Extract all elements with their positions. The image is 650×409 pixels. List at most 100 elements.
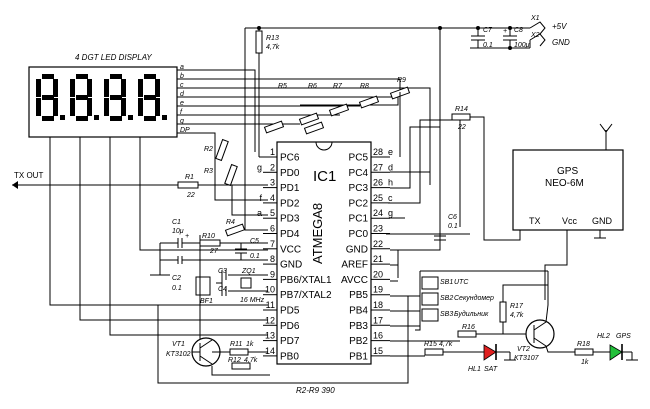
r10-label: R10 bbox=[202, 233, 215, 240]
gps-model: NEO-6M bbox=[545, 178, 584, 189]
r12-value: 4,7k bbox=[244, 357, 258, 364]
footnote: R2-R9 390 bbox=[296, 386, 335, 395]
resistor-r16 bbox=[457, 330, 477, 338]
ic1-pin-27-segment: d bbox=[388, 162, 393, 172]
connector-x1 bbox=[529, 21, 546, 35]
digit-2-segment-b bbox=[87, 79, 92, 97]
hl2-label: HL2 bbox=[597, 333, 610, 340]
ic1-pin-4-segment: f bbox=[259, 193, 262, 203]
ic1-pin-11-number: 11 bbox=[266, 300, 275, 310]
ic1-pin-22-name: GND bbox=[346, 244, 368, 255]
buzzer-bf1 bbox=[195, 276, 211, 296]
xtal-name: ZQ1 bbox=[241, 268, 256, 275]
c2-value: 0.1 bbox=[172, 285, 182, 292]
digit-2-segment-f bbox=[70, 79, 75, 97]
digit-3-segment-a bbox=[110, 74, 122, 79]
vt2-label: VT2 bbox=[517, 346, 530, 353]
r7-label: R7 bbox=[333, 83, 343, 90]
r10-value: 27 bbox=[209, 248, 219, 255]
ic1-pin-17-name: PB3 bbox=[349, 321, 368, 332]
vt2-symbol bbox=[533, 304, 580, 353]
ic1-pin-13-number: 13 bbox=[265, 331, 275, 341]
r12-label: R12 bbox=[228, 357, 241, 364]
gnd-label: GND bbox=[552, 38, 570, 47]
digit-4-segment-g bbox=[144, 95, 156, 100]
ic1-left-pins: 1PC62PD0g3PD14PD2f5PD3a6PD47VCC8GND9PB6/… bbox=[257, 147, 332, 362]
digit-3-segment-d bbox=[110, 116, 122, 121]
ic1-pin-8-number: 8 bbox=[270, 254, 275, 264]
xtal-freq: 16 MHz bbox=[240, 297, 265, 304]
r9-label: R9 bbox=[397, 77, 406, 84]
gps-gnd: GND bbox=[592, 216, 613, 226]
switch-sb3[interactable] bbox=[421, 308, 439, 322]
ic1-pin-23-name: PC0 bbox=[349, 229, 369, 240]
resistor-r13 bbox=[255, 30, 263, 54]
ic1-pin-7-name: VCC bbox=[280, 244, 301, 255]
gps-wires bbox=[544, 230, 606, 300]
left-power bbox=[150, 238, 268, 276]
ic1-pin-24-number: 24 bbox=[373, 208, 383, 218]
c5-label: C5 bbox=[250, 238, 259, 245]
resistor-r4 bbox=[224, 223, 246, 237]
ic1-pin-17-number: 17 bbox=[373, 315, 383, 325]
r14-label: R14 bbox=[455, 106, 468, 113]
vt2-part: KT3107 bbox=[514, 355, 540, 362]
sb2-label: SB2 bbox=[440, 295, 453, 302]
c8-plus: + bbox=[503, 28, 507, 35]
ic1-pin-25-number: 25 bbox=[373, 193, 383, 203]
r6-label: R6 bbox=[308, 83, 317, 90]
ic1-pin-28-name: PC5 bbox=[349, 153, 369, 164]
ic1-pin-26-name: PC3 bbox=[349, 183, 369, 194]
digit-1-segment-d bbox=[42, 116, 54, 121]
ic1-pin-24-segment: g bbox=[388, 208, 393, 218]
gps-tx: TX bbox=[529, 216, 541, 226]
digit-4-segment-e bbox=[138, 98, 143, 116]
display-pin-dp: DP bbox=[180, 127, 190, 134]
c4-label: C4 bbox=[218, 286, 227, 293]
display-pin-g: g bbox=[180, 118, 184, 125]
c6-value: 0.1 bbox=[448, 223, 458, 230]
ic1-pin-15-number: 15 bbox=[373, 346, 383, 356]
ic1-pin-12-name: PD6 bbox=[280, 321, 300, 332]
ic1-pin-3-number: 3 bbox=[270, 178, 275, 188]
ic1-pin-14-name: PB0 bbox=[280, 351, 299, 362]
switches bbox=[421, 276, 439, 322]
resistor-r10 bbox=[199, 239, 221, 247]
r13-label: R13 bbox=[266, 35, 279, 42]
digit-3-segment-e bbox=[104, 98, 109, 116]
r2-label: R2 bbox=[204, 146, 213, 153]
display-pin-d: d bbox=[180, 91, 185, 98]
ic1-pin-5-segment: a bbox=[257, 208, 262, 218]
power-caps bbox=[470, 28, 531, 49]
digit-2-segment-e bbox=[70, 98, 75, 116]
digit-4-segment-a bbox=[144, 74, 156, 79]
digit-1-segment-a bbox=[42, 74, 54, 79]
r17-label: R17 bbox=[510, 303, 524, 310]
gps-vcc: Vcc bbox=[562, 216, 578, 226]
switch-sb2[interactable] bbox=[421, 292, 439, 306]
ic1-pin-27-name: PC4 bbox=[349, 168, 369, 179]
ic1-pin-10-name: PB7/XTAL2 bbox=[280, 290, 332, 301]
r1-label: R1 bbox=[185, 174, 194, 181]
ic1-pin-6-number: 6 bbox=[270, 224, 275, 234]
connector-x2 bbox=[529, 33, 546, 47]
sb3-label: SB3 bbox=[440, 311, 453, 318]
ic1-pin-7-number: 7 bbox=[270, 239, 275, 249]
c5-value: 0.1 bbox=[250, 253, 260, 260]
switch-ground bbox=[415, 270, 549, 331]
r18-value: 1k bbox=[581, 359, 589, 366]
resistor-r1 bbox=[177, 181, 199, 189]
ic1-pin-18-number: 18 bbox=[373, 300, 383, 310]
switch-sb1[interactable] bbox=[421, 276, 439, 290]
ic1-pin-18-name: PB4 bbox=[349, 306, 368, 317]
crystal-zq1 bbox=[240, 277, 252, 289]
ic1-pin-16-number: 16 bbox=[373, 331, 383, 341]
c3-label: C3 bbox=[218, 268, 227, 275]
sb1-label: SB1 bbox=[440, 279, 453, 286]
buzzer-label: BF1 bbox=[200, 298, 213, 305]
x1-label: X1 bbox=[530, 15, 540, 22]
ic1-right-pins: 28PC5e27PC4d26PC3h25PC2c24PC1g23PC022GND… bbox=[341, 147, 393, 362]
c8-value: 100μ bbox=[514, 42, 530, 49]
resistor-r8 bbox=[358, 95, 380, 109]
ic1-pin-4-name: PD2 bbox=[280, 198, 300, 209]
